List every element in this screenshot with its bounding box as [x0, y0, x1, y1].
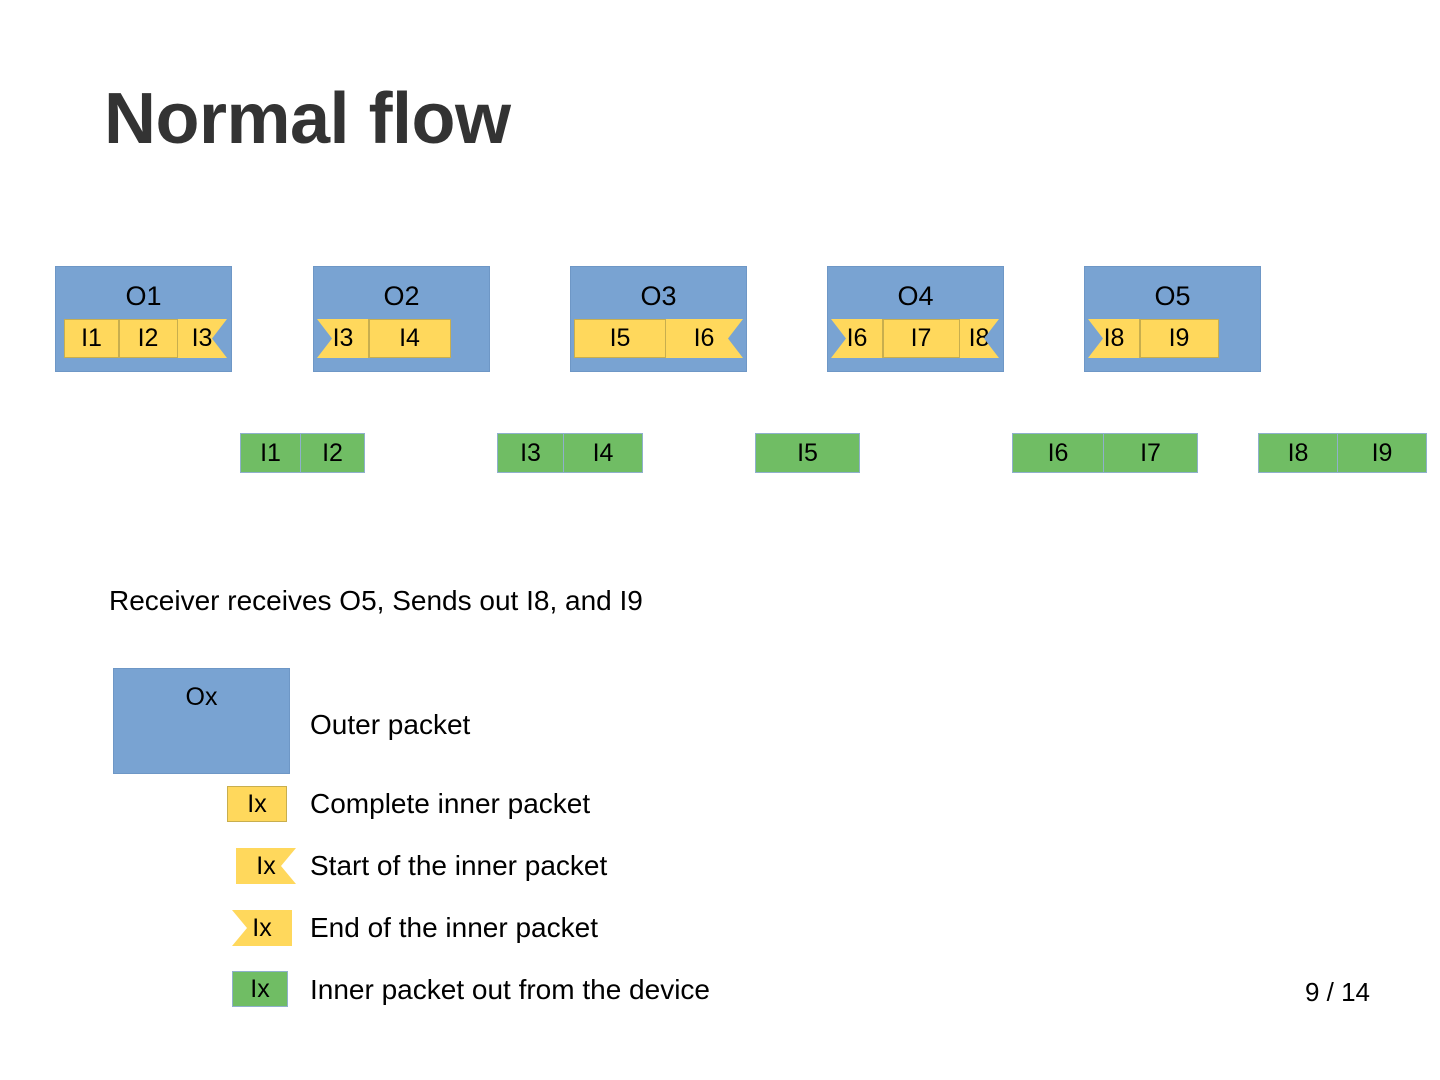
legend-swatch-2: Ix: [227, 786, 287, 822]
sent-packet-i3: I3: [497, 433, 564, 473]
segment-divider: [665, 319, 666, 358]
segment-divider: [959, 319, 960, 358]
sent-packet-i6: I6: [1012, 433, 1104, 473]
legend-label-1: Outer packet: [310, 709, 471, 740]
outer-packet-label: O4: [897, 281, 934, 311]
outer-packet-label: O5: [1154, 281, 1191, 311]
inner-packet-segment-i2: I2: [118, 319, 178, 358]
inner-packet-segment-i4: I4: [368, 319, 451, 358]
segment-divider: [369, 320, 370, 357]
sent-packet-i5: I5: [755, 433, 860, 473]
sent-packet-i4: I4: [563, 433, 643, 473]
sent-packet-group: I5: [755, 433, 860, 473]
outer-packet-label: O2: [383, 281, 420, 311]
inner-packet-segment-i9: I9: [1139, 319, 1219, 358]
outer-packet-label: O1: [125, 281, 162, 311]
legend-label-2: Complete inner packet: [310, 788, 591, 819]
outer-packet-label: O3: [640, 281, 677, 311]
sent-packet-i8: I8: [1258, 433, 1338, 473]
sent-packet-i7: I7: [1103, 433, 1198, 473]
caption-text: Receiver receives O5, Sends out I8, and …: [109, 585, 643, 616]
legend-swatch-1: Ox: [113, 668, 290, 774]
segment-divider: [1140, 320, 1141, 357]
legend-label-5: Inner packet out from the device: [310, 974, 710, 1005]
inner-packet-segment-i5: I5: [574, 319, 666, 358]
legend-swatch-5: Ix: [232, 971, 288, 1007]
legend-swatch-3: Ix: [236, 848, 296, 884]
legend-label-3: Start of the inner packet: [310, 850, 608, 881]
segment-divider: [119, 320, 120, 357]
legend-swatch-4: Ix: [232, 910, 292, 946]
legend-label-4: End of the inner packet: [310, 912, 598, 943]
inner-packet-segment-i7: I7: [882, 319, 960, 358]
segment-divider: [177, 319, 178, 358]
sent-packet-i9: I9: [1337, 433, 1427, 473]
sent-packet-i2: I2: [300, 433, 365, 473]
inner-packet-segment-i8: I8: [959, 319, 999, 358]
page-number: 9 / 14: [1304, 977, 1370, 1007]
segment-divider: [883, 320, 884, 357]
page-title: Normal flow: [104, 79, 511, 159]
